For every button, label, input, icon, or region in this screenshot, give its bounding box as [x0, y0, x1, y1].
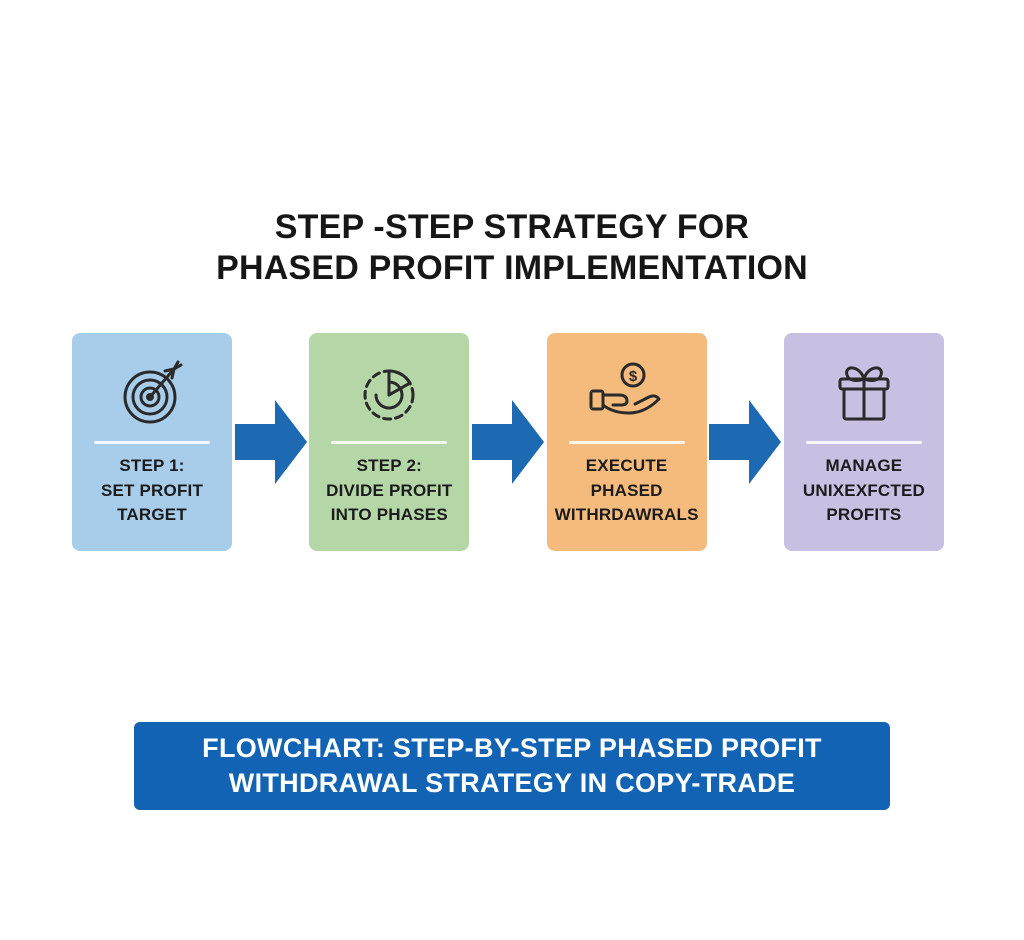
arrow-right-icon [234, 400, 307, 484]
step-label-line: STEP 1: [119, 456, 185, 475]
step-label-line: WITHRDAWRALS [554, 505, 699, 525]
step-label: STEP 1: SET PROFIT TARGET [101, 454, 203, 528]
step-label-line: STEP 2: [356, 456, 422, 475]
step-label-line: PHASED [590, 480, 663, 500]
page-title: STEP -STEP STRATEGY FOR PHASED PROFIT IM… [0, 207, 1024, 290]
page-title-line2: PHASED PROFIT IMPLEMENTATION [216, 249, 808, 288]
target-icon [116, 351, 188, 435]
step-card-4: MANAGE UNIXEXFCTED PROFITS [783, 333, 944, 551]
step-label-line: UNIXEXFCTED [802, 480, 926, 500]
caption-line2: WITHDRAWAL STRATEGY IN COPY-TRADE [228, 768, 796, 798]
step-label-line: TARGET [117, 505, 187, 525]
gift-icon [828, 351, 900, 435]
step-card-1: STEP 1: SET PROFIT TARGET [72, 333, 232, 551]
step-label: EXECUTE PHASED WITHRDAWRALS [555, 454, 699, 528]
step-label-line: INTO PHASES [330, 505, 448, 525]
arrow-right-icon [709, 400, 782, 484]
step-label-line: DIVIDE PROFIT [326, 480, 453, 500]
step-card-2: STEP 2: DIVIDE PROFIT INTO PHASES [309, 333, 470, 551]
caption-banner: FLOWCHART: STEP-BY-STEP PHASED PROFIT WI… [134, 722, 890, 810]
step-label-line: PROFITS [826, 505, 902, 525]
step-label: MANAGE UNIXEXFCTED PROFITS [803, 454, 925, 528]
card-divider [568, 441, 685, 444]
hand-coin-icon: $ [585, 351, 669, 435]
step-label-line: EXECUTE [585, 456, 668, 475]
step-label-line: SET PROFIT [100, 480, 204, 500]
card-divider [94, 441, 210, 444]
card-divider [331, 441, 448, 444]
step-label-line: MANAGE [825, 456, 903, 475]
flowchart-steps-row: STEP 1: SET PROFIT TARGET [72, 333, 944, 551]
dollar-symbol: $ [628, 368, 637, 385]
card-divider [805, 441, 922, 444]
caption-line1: FLOWCHART: STEP-BY-STEP PHASED PROFIT [202, 732, 822, 763]
step-card-3: $ EXECUTE PHASED WITHRDAWRALS [546, 333, 707, 551]
page-title-line1: STEP -STEP STRATEGY FOR [274, 208, 750, 246]
pie-chart-icon [353, 351, 425, 435]
arrow-right-icon [471, 400, 544, 484]
step-label: STEP 2: DIVIDE PROFIT INTO PHASES [326, 454, 452, 528]
